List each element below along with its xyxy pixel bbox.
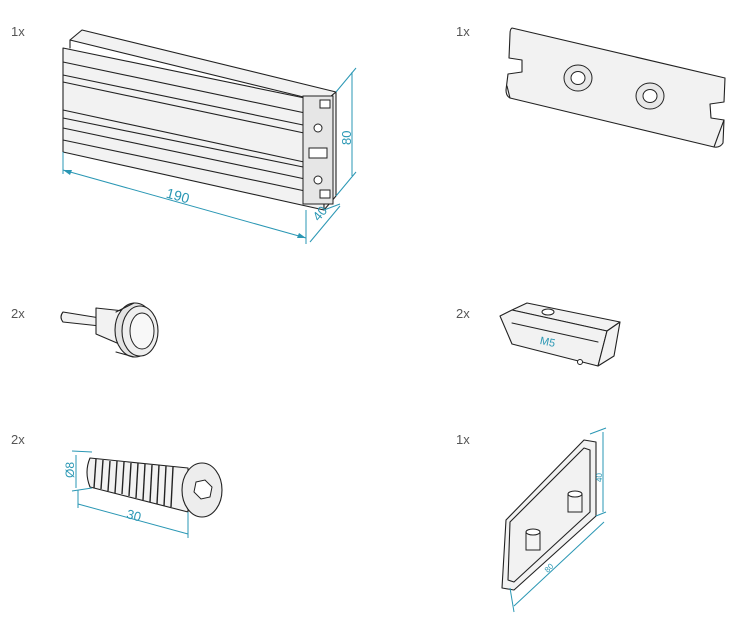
tnut-thread-label: M5	[539, 335, 556, 350]
stud-pin-icon	[60, 302, 159, 358]
connector-plate-icon	[505, 27, 726, 148]
quantity-profile: 1x	[11, 24, 25, 39]
t-slot-nut-icon	[499, 302, 621, 367]
quantity-pin: 2x	[11, 306, 25, 321]
aluminium-profile-icon	[62, 29, 357, 244]
end-cap-icon	[501, 427, 607, 613]
quantity-screw: 2x	[11, 432, 25, 447]
dim-profile-length: 190	[165, 185, 192, 207]
dim-endcap-height: 40	[595, 473, 604, 482]
dim-screw-length: 30	[125, 506, 143, 524]
countersunk-screw-icon	[71, 450, 223, 538]
quantity-endcap: 1x	[456, 432, 470, 447]
quantity-plate: 1x	[456, 24, 470, 39]
dim-profile-height: 80	[339, 131, 354, 145]
dim-screw-diameter: Ø8	[63, 462, 77, 478]
dim-endcap-length: 80	[543, 561, 556, 574]
quantity-tnut: 2x	[456, 306, 470, 321]
